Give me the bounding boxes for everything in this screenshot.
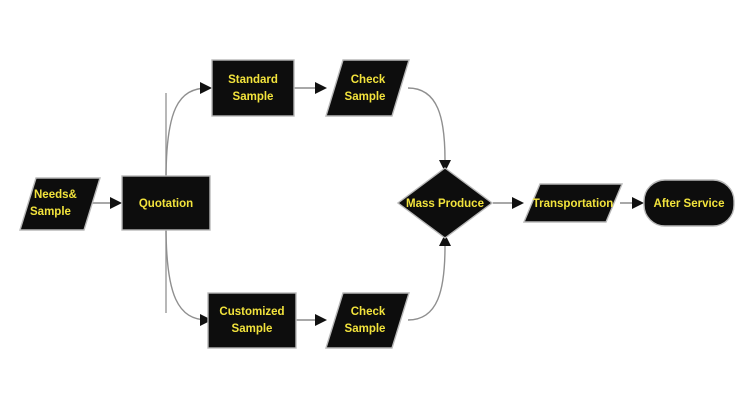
- node-quotation[interactable]: Quotation: [121, 175, 211, 231]
- arrowhead-to-check-sample-top: [315, 82, 327, 94]
- standard-sample-label-line1: Standard: [228, 74, 278, 86]
- connector-quotation-to-standard-sample: [165, 87, 209, 181]
- arrowhead-to-transportation: [512, 197, 524, 209]
- needs-sample-label-line1: Needs&: [34, 189, 77, 201]
- arrowhead-to-customized-sample: [200, 314, 212, 326]
- arrowhead-to-after-service: [632, 197, 644, 209]
- customized-sample-label-line1: Customized: [219, 306, 284, 318]
- node-after-service[interactable]: After Service: [643, 179, 735, 227]
- connector-quotation-to-customized-sample: [165, 225, 209, 321]
- node-transportation[interactable]: Transportation: [522, 183, 624, 223]
- check-sample-bottom-label-line1: Check: [351, 306, 386, 318]
- mass-produce-label: Mass Produce: [406, 198, 484, 210]
- quotation-label: Quotation: [139, 198, 193, 210]
- node-standard-sample[interactable]: Standard Sample: [211, 59, 295, 117]
- mass-produce-diamond[interactable]: [396, 167, 494, 239]
- arrowhead-mass-produce-bottom: [439, 234, 451, 246]
- node-check-sample-bottom[interactable]: Check Sample: [325, 292, 410, 349]
- arrowhead-to-quotation: [110, 197, 122, 209]
- after-service-label: After Service: [654, 198, 725, 210]
- node-mass-produce[interactable]: Mass Produce: [396, 167, 494, 239]
- node-customized-sample[interactable]: Customized Sample: [207, 292, 297, 349]
- customized-sample-rectangle[interactable]: [207, 292, 297, 349]
- connector-check-bottom-to-mass-produce: [407, 245, 446, 321]
- arrowhead-mass-produce-top: [439, 160, 451, 172]
- node-needs-sample[interactable]: Needs& Sample: [19, 177, 101, 231]
- arrowhead-to-standard-sample: [200, 82, 212, 94]
- standard-sample-label-line2: Sample: [233, 91, 274, 103]
- check-sample-bottom-parallelogram[interactable]: [325, 292, 410, 349]
- after-service-rounded-rectangle[interactable]: [643, 179, 735, 227]
- check-sample-top-label-line2: Sample: [345, 91, 386, 103]
- check-sample-top-parallelogram[interactable]: [325, 59, 410, 117]
- check-sample-top-label-line1: Check: [351, 74, 386, 86]
- node-check-sample-top[interactable]: Check Sample: [325, 59, 410, 117]
- arrowhead-to-check-sample-bottom: [315, 314, 327, 326]
- transportation-label: Transportation: [533, 198, 614, 210]
- customized-sample-label-line2: Sample: [232, 323, 273, 335]
- standard-sample-rectangle[interactable]: [211, 59, 295, 117]
- needs-sample-label-line2: Sample: [30, 206, 71, 218]
- check-sample-bottom-label-line2: Sample: [345, 323, 386, 335]
- quotation-rectangle[interactable]: [121, 175, 211, 231]
- connector-check-top-to-mass-produce: [407, 87, 446, 161]
- needs-sample-parallelogram[interactable]: [19, 177, 101, 231]
- transportation-parallelogram[interactable]: [522, 183, 624, 223]
